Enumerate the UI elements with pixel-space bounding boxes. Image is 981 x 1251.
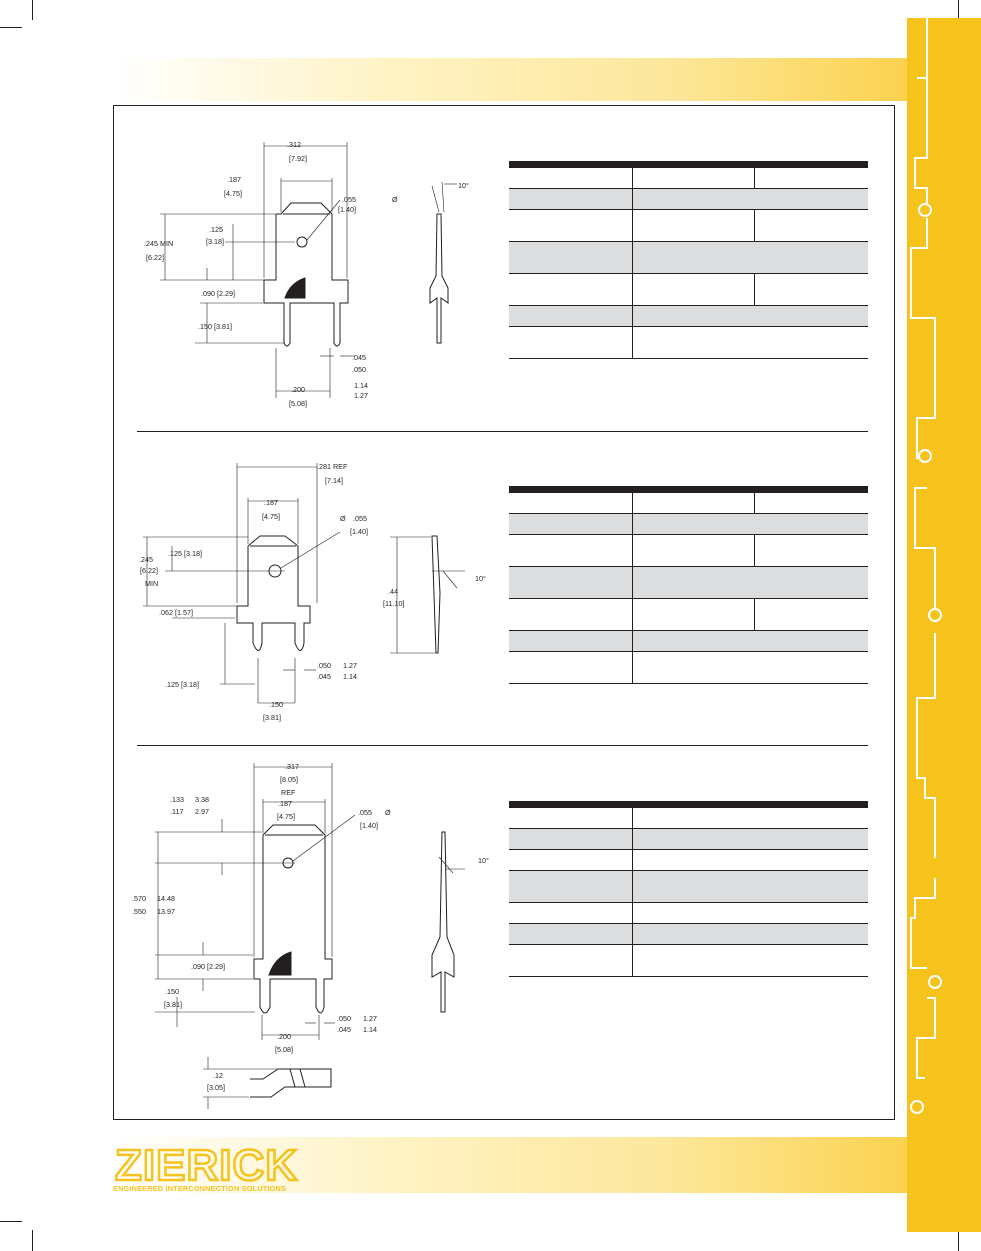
dim-width-total-mm: [8.05]	[280, 775, 298, 784]
crop-mark	[0, 27, 22, 28]
dim-leg-length: .150 [3.81]	[198, 322, 232, 331]
dim-top-a: .133	[170, 795, 184, 804]
dim-top-b-mm: 2.97	[195, 807, 209, 816]
dim-shoulder-ref: REF	[281, 788, 296, 797]
section-divider	[137, 431, 868, 432]
dim-hole-offset: .125 [3.18]	[168, 549, 202, 558]
dim-angle: 10°	[475, 574, 486, 583]
dim-leg-length-mm: [3.81]	[164, 1000, 182, 1009]
crop-mark	[0, 1221, 22, 1222]
dim-top-b: .117	[170, 807, 183, 816]
dim-hole-symbol: Ø	[385, 808, 391, 817]
dim-height-a-mm: 14.48	[157, 894, 175, 903]
crop-mark	[32, 0, 33, 20]
dim-leg-thick-mm-b: 1.14	[363, 1025, 377, 1034]
dim-height-a: .570	[132, 894, 146, 903]
dim-offset-mm: [3.05]	[207, 1083, 225, 1092]
circuit-trace-strip	[907, 18, 981, 1232]
dim-height-b: .550	[132, 907, 146, 916]
dim-hole-mm: [1.40]	[350, 527, 368, 536]
dim-top-a-mm: 3.38	[195, 795, 209, 804]
dim-hole-offset: .125	[209, 225, 223, 234]
dim-tab-height: .090 [2.29]	[201, 289, 235, 298]
terminal-drawing-3: .317 [8.05] REF .187 [4.75] .133 3.38 .1…	[132, 762, 489, 1109]
dim-hole-symbol: Ø	[392, 195, 398, 204]
crop-mark	[32, 1230, 33, 1251]
spec-table-3	[509, 801, 868, 977]
dim-leg-thick-mm: 1.27	[363, 1014, 377, 1023]
crop-mark	[958, 1230, 959, 1251]
section-divider	[137, 745, 868, 746]
dim-shoulder-mm: [4.75]	[224, 189, 242, 198]
terminal-drawing-1: .312 [7.92] .187 [4.75] .055 Ø [1.40] .1…	[144, 140, 469, 408]
dim-side-height: .44	[388, 587, 398, 596]
crop-mark	[958, 0, 959, 20]
dim-angle: 10°	[478, 856, 489, 865]
dim-leg-thick: .050	[317, 661, 331, 670]
dim-leg-spacing: .150	[269, 700, 283, 709]
dim-tab-height: .062 [1.57]	[159, 608, 193, 617]
dim-shoulder: .187	[264, 498, 278, 507]
dim-shoulder-mm: [4.75]	[262, 512, 280, 521]
dim-offset: .12	[213, 1071, 223, 1080]
dim-height-min-mm: [6.22]	[146, 253, 164, 262]
dim-leg-thick-mm-b: 1.14	[343, 672, 357, 681]
dim-leg-thick: .050	[337, 1014, 351, 1023]
dim-shoulder: .187	[278, 799, 292, 808]
dim-height-mm: [6.22]	[140, 566, 158, 575]
dim-shoulder: .187	[227, 175, 241, 184]
dim-height-min: MIN	[145, 579, 158, 588]
dim-leg-thick-mm-a: 1.14	[354, 381, 368, 390]
logo-text: ZIERICK	[115, 1141, 298, 1190]
dim-leg-spacing-mm: [5.08]	[289, 399, 307, 408]
zierick-logo: ZIERICK	[114, 1140, 299, 1192]
dim-hole-offset-mm: [3.18]	[206, 237, 224, 246]
dim-width-ref: .281 REF	[317, 462, 348, 471]
dim-hole-symbol: Ø	[340, 514, 346, 523]
dim-hole: .055	[358, 808, 372, 817]
dim-leg-spacing-mm: [5.08]	[275, 1045, 293, 1054]
terminal-drawing-2: .281 REF [7.14] .187 [4.75] Ø .055 [1.40…	[139, 462, 486, 722]
dim-leg-thick-b: .045	[317, 672, 331, 681]
dim-leg-thick-a: .045	[352, 353, 366, 362]
dim-leg-length: .125 [3.18]	[165, 680, 199, 689]
dim-leg-spacing-mm: [3.81]	[263, 713, 281, 722]
dim-leg-spacing: .200	[277, 1032, 291, 1041]
dim-hole: .055	[353, 514, 367, 523]
dim-shoulder-mm: [4.75]	[277, 812, 295, 821]
spec-table-1	[509, 161, 868, 359]
dim-tab-height: .090 [2.29]	[191, 962, 225, 971]
dim-width-total: .317	[285, 762, 299, 771]
dim-leg-thick-b: .050	[352, 365, 366, 374]
dim-width-total-mm: [7.92]	[289, 154, 307, 163]
dim-leg-spacing: .200	[291, 385, 305, 394]
brand-tagline: ENGINEERED INTERCONNECTION SOLUTIONS	[113, 1184, 287, 1193]
dim-angle: 10°	[458, 181, 469, 190]
dim-hole-mm: [1.40]	[360, 821, 378, 830]
dim-hole: .055	[342, 195, 356, 204]
dim-width-total: .312	[287, 140, 301, 149]
footer-band	[113, 1137, 907, 1193]
dim-height-min: .245 MIN	[144, 239, 173, 248]
dim-width-ref-mm: [7.14]	[325, 476, 343, 485]
dim-hole-mm: [1.40]	[338, 205, 356, 214]
header-band	[113, 58, 907, 101]
dim-leg-thick-mm: 1.27	[343, 661, 357, 670]
dim-leg-thick-b: .045	[337, 1025, 351, 1034]
spec-table-2	[509, 486, 868, 684]
dim-height: .245	[139, 555, 153, 564]
dim-side-height-mm: [11.10]	[383, 599, 404, 608]
dim-height-b-mm: 13.97	[157, 907, 175, 916]
dim-leg-thick-mm-b: 1.27	[354, 391, 368, 400]
dim-leg-length: .150	[165, 987, 179, 996]
